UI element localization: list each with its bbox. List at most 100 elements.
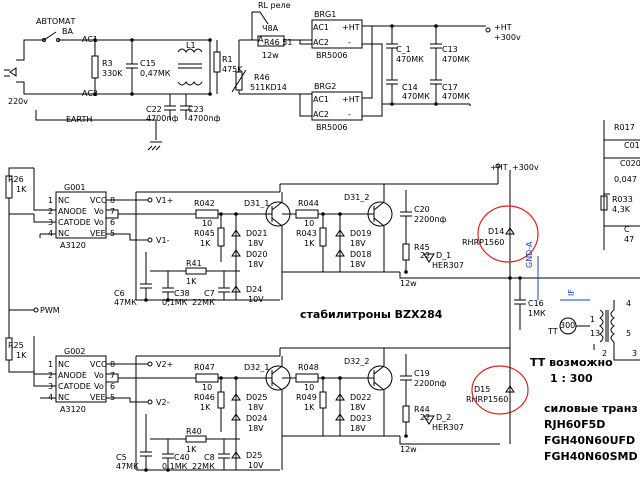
d15-label: D15: [474, 385, 490, 394]
c8-value: 22МК: [192, 462, 215, 471]
g002-pin-cathode: CATODE: [58, 382, 91, 391]
tt-ratio: 300: [560, 321, 575, 330]
v2-minus-terminal: [147, 399, 153, 405]
r042-value: 10: [202, 219, 212, 228]
c15-capacitor: [126, 40, 138, 94]
gnd-a-label: GND-A: [525, 241, 534, 268]
v1-plus-label: V1+: [156, 196, 173, 205]
brg1-ac1: AC1: [313, 23, 329, 32]
r045-resistor: [217, 227, 225, 247]
c13-value: 470МК: [442, 55, 470, 64]
r044-value: 10: [304, 219, 314, 228]
c6-label: C6: [114, 289, 125, 298]
d1-label: D_1: [436, 251, 451, 260]
t-pin-3: 3: [632, 349, 637, 358]
c16-label: C16: [528, 299, 544, 308]
ht-top-label: +HT: [490, 163, 508, 172]
g002-pin-anode: ANODE: [58, 371, 87, 380]
brg2-minus: -: [348, 110, 351, 119]
r044-resistor: [295, 209, 319, 219]
c22-capacitor: [164, 94, 176, 120]
c16-value: 1МК: [528, 309, 546, 318]
c20-label: C20: [414, 205, 430, 214]
g001-p6: 6: [110, 218, 115, 227]
relay-r46: R46 51: [264, 38, 292, 47]
c5-capacitor: [140, 414, 152, 470]
tt-note-ratio: 1 : 300: [550, 372, 593, 385]
zener-stack-4: [335, 393, 345, 421]
r045-value: 1K: [200, 239, 211, 248]
c5-value: 47МК: [116, 462, 139, 471]
d024-label: D024: [246, 414, 267, 423]
g002-pin-vo2: Vo: [94, 382, 104, 391]
r042-resistor: [195, 209, 219, 219]
r41-resistor: [185, 267, 207, 275]
r1-label: R1: [222, 55, 233, 64]
c38-label: C38: [174, 289, 190, 298]
c23-label: C23: [188, 105, 204, 114]
d24-label: D24: [246, 285, 262, 294]
d022-value: 18V: [350, 403, 366, 412]
pwm-label: PWM: [40, 306, 60, 315]
d2-value: HER307: [432, 423, 464, 432]
c19-value: 2200пф: [414, 379, 447, 388]
c40-label: C40: [174, 453, 190, 462]
r043-value: 1K: [304, 239, 315, 248]
relay-cap: Ч8А: [262, 24, 279, 33]
d25-value: 10V: [248, 461, 264, 470]
r1-value: 475K: [222, 65, 243, 74]
relay-contact: [252, 11, 269, 25]
t-pin-4: 4: [626, 299, 631, 308]
r41-label: R41: [186, 259, 202, 268]
r40-value: 1K: [186, 445, 197, 454]
top-rating: 12w: [400, 279, 417, 288]
d2-diode: [405, 415, 435, 436]
v1-plus-terminal: [147, 197, 153, 203]
d021-label: D021: [246, 229, 267, 238]
t-pin-13: 13: [590, 329, 600, 338]
c22-value: 4700пф: [146, 114, 179, 123]
v2-minus-label: V2-: [156, 398, 170, 407]
c8-capacitor: [218, 439, 230, 470]
d018-value: 18V: [350, 260, 366, 269]
r048-label: R048: [298, 363, 319, 372]
g001-pin-nc: NC: [58, 196, 70, 205]
g001-p2: 2: [48, 207, 53, 216]
if-label: IF: [567, 289, 576, 296]
g002-pin-vee: VEE: [90, 393, 106, 402]
c17-label: C17: [442, 83, 458, 92]
switch-name: АВТОМАТ: [36, 17, 76, 26]
d14-highlight: [477, 205, 539, 263]
c6-value: 47МК: [114, 298, 137, 307]
v1-minus-terminal: [147, 237, 153, 243]
g001-pin-vo2: Vo: [94, 218, 104, 227]
r048-resistor: [295, 373, 319, 383]
r046-resistor: [217, 391, 225, 409]
earth-symbol: [147, 141, 162, 151]
r048-value: 10: [304, 383, 314, 392]
r25-value: 1K: [16, 351, 27, 360]
brg1-minus: -: [348, 38, 351, 47]
rail-top-label: +HT: [494, 23, 512, 32]
r45-label: R45: [414, 243, 430, 252]
c7-label: C7: [204, 289, 215, 298]
brg2-ac2: AC2: [313, 110, 329, 119]
d32-1-label: D32_1: [244, 363, 269, 372]
zener-stack-3: [231, 393, 241, 459]
g001-pin-nc2: NC: [58, 229, 70, 238]
g001-pin-cathode: CATODE: [58, 218, 91, 227]
d24-value: 10V: [248, 295, 264, 304]
r41-value: 1K: [186, 277, 197, 286]
mains-voltage: 220v: [8, 97, 28, 106]
r40-label: R40: [186, 427, 202, 436]
c14-value: 470МК: [402, 92, 430, 101]
c13-label: C13: [442, 45, 458, 54]
power-transistors-note: силовые транз: [544, 402, 638, 415]
d31-1-label: D31_1: [244, 199, 269, 208]
c17-value: 470МК: [442, 92, 470, 101]
c20-capacitor: [400, 190, 412, 244]
g002-label: G002: [64, 347, 85, 356]
junction-dots: [93, 24, 522, 472]
brg1-label: BRG1: [314, 10, 336, 19]
r043-resistor: [319, 227, 327, 247]
